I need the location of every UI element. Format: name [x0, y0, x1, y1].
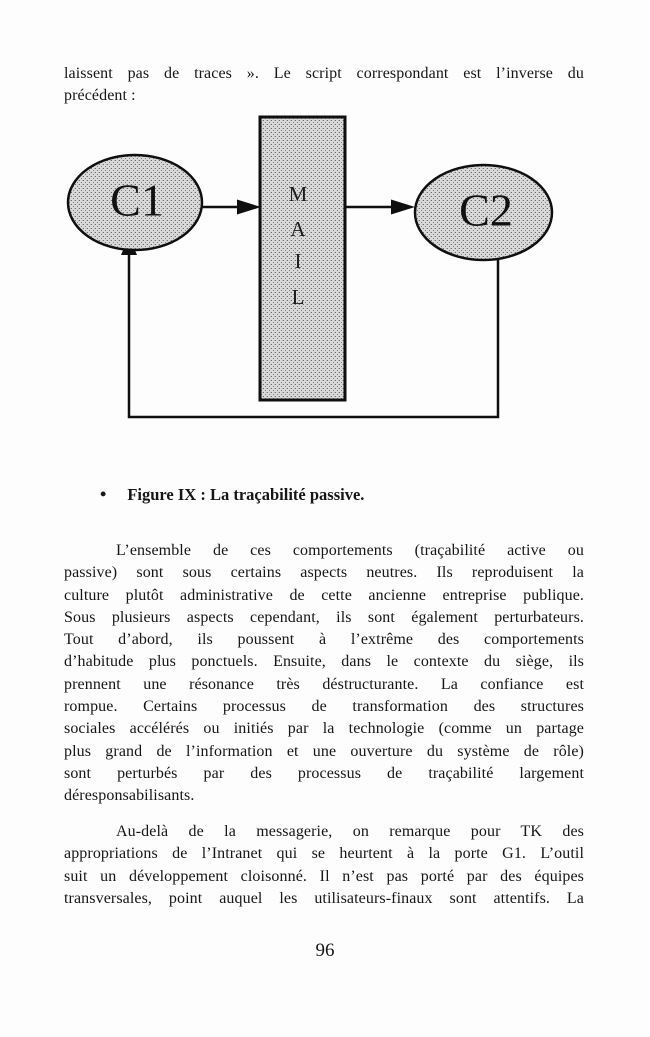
text-line: sont perturbés par des processus de traç…: [64, 764, 584, 782]
feedback-loop-line: [127, 254, 500, 419]
figure-caption-text: Figure IX : La traçabilité passive.: [127, 485, 365, 504]
body-paragraph: L’ensemble de ces comportements (traçabi…: [64, 540, 584, 808]
body-paragraph: Au-delà de la messagerie, on remarque po…: [64, 821, 584, 910]
mail-letter: L: [292, 285, 305, 309]
text-line: d’habitude plus ponctuels. Ensuite, dans…: [64, 653, 584, 671]
text-line: plus grand de l’information et une ouver…: [64, 742, 584, 760]
text-line: Sous plusieurs aspects cependant, ils so…: [64, 608, 584, 626]
text-line: déresponsabilisants.: [64, 787, 195, 805]
text-line: culture plutôt administrative de cette a…: [64, 586, 584, 604]
text-line: L’ensemble de ces comportements (traçabi…: [116, 542, 584, 559]
mail-letter: M: [289, 182, 308, 206]
figure-caption: • Figure IX : La traçabilité passive.: [64, 483, 584, 506]
arrowhead-right-icon: [237, 199, 261, 215]
intro-paragraph: laissent pas de traces ». Le script corr…: [64, 63, 584, 108]
mail-channel-box: [258, 115, 347, 402]
text-line: Au-delà de la messagerie, on remarque po…: [116, 823, 584, 840]
node-c2-label: C2: [459, 185, 513, 236]
arrowhead-right-icon: [391, 199, 415, 215]
node-c2: [413, 163, 554, 262]
mail-letter: I: [295, 249, 302, 273]
text-line: passive) sont sous certains aspects neut…: [64, 564, 584, 582]
node-c1-label: C1: [110, 175, 164, 226]
figure-diagram: M A I L C1 C2: [66, 115, 554, 419]
bullet-icon: •: [100, 484, 107, 504]
text-line: précédent :: [64, 87, 136, 105]
mail-letter: A: [290, 217, 306, 241]
page-number: 96: [315, 940, 335, 961]
node-c1: [66, 153, 204, 252]
text-line: rompue. Certains processus de transforma…: [64, 698, 584, 716]
text-line: suit un développement cloisonné. Il n’es…: [64, 867, 584, 885]
text-line: appropriations de l’Intranet qui se heur…: [64, 845, 584, 863]
text-line: sociales accélérés ou initiés par la tec…: [64, 720, 584, 738]
text-line: prennent une résonance très déstructuran…: [64, 675, 584, 693]
text-line: laissent pas de traces ». Le script corr…: [64, 65, 584, 82]
text-line: transversales, point auquel les utilisat…: [64, 889, 584, 907]
text-line: Tout d’abord, ils poussent à l’extrême d…: [64, 631, 584, 649]
